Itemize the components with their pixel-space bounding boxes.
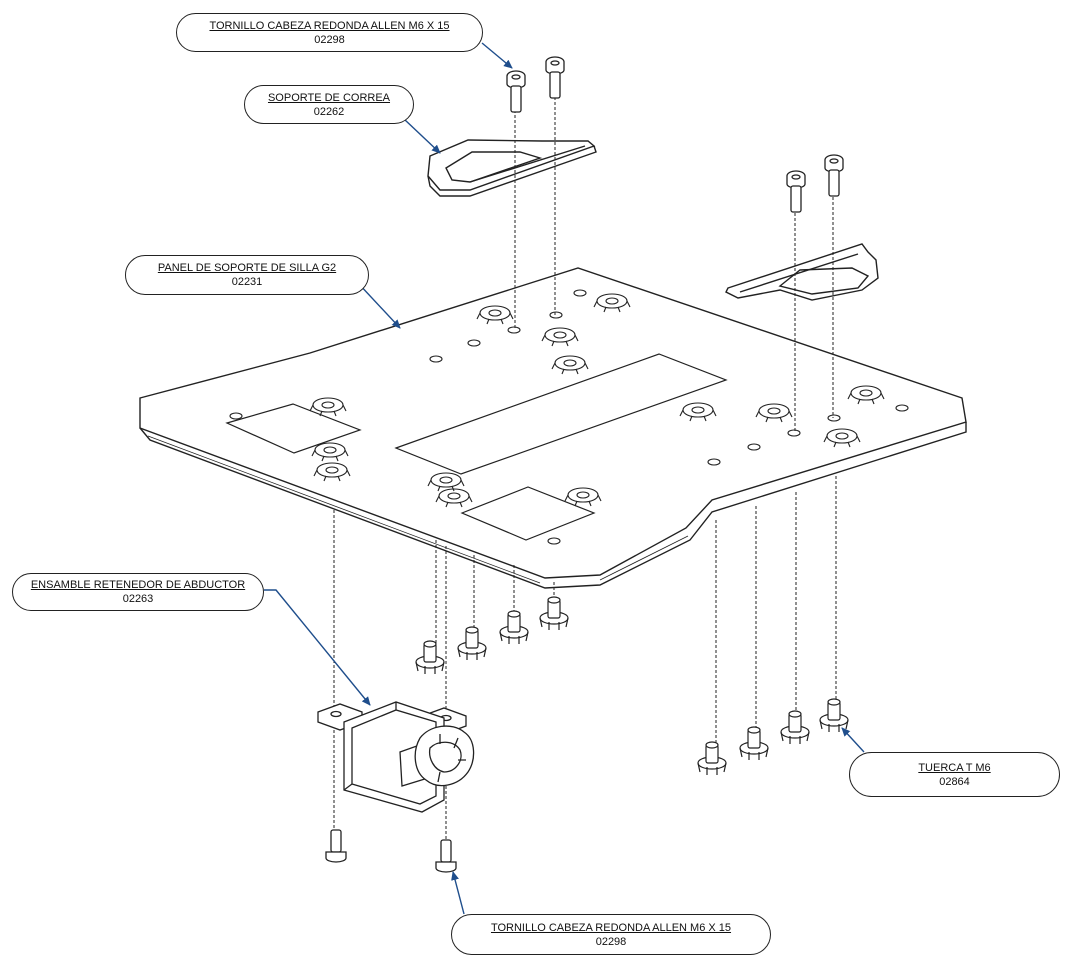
- callout-strap-support: SOPORTE DE CORREA 02262: [244, 85, 414, 124]
- bottom-screws: [325, 829, 457, 873]
- top-screws: [506, 56, 844, 213]
- callout-code: 02231: [231, 276, 263, 288]
- panel-pad-center: [394, 353, 728, 475]
- panel-pad-front: [460, 486, 596, 541]
- callout-code: 02864: [939, 775, 970, 788]
- callout-title: PANEL DE SOPORTE DE SILLA G2: [157, 262, 337, 274]
- callout-title: TORNILLO CABEZA REDONDA ALLEN M6 X 15: [490, 921, 732, 934]
- callout-seat-panel: PANEL DE SOPORTE DE SILLA G2 02231: [125, 255, 369, 295]
- panel-pad-left: [225, 403, 362, 454]
- bottom-t-nuts: [415, 596, 849, 775]
- callout-title: TUERCA T M6: [918, 761, 991, 774]
- callout-screw-bottom: TORNILLO CABEZA REDONDA ALLEN M6 X 15 02…: [451, 914, 771, 955]
- callout-screw-top: TORNILLO CABEZA REDONDA ALLEN M6 X 15 02…: [176, 13, 483, 52]
- callout-code: 02298: [314, 33, 345, 46]
- leader-lines: [264, 42, 865, 915]
- strap-support-left: [427, 139, 597, 197]
- callout-code: 02298: [595, 935, 627, 948]
- callout-code: 02263: [122, 593, 154, 605]
- abductor-retainer-assembly: [317, 701, 475, 813]
- callout-title: TORNILLO CABEZA REDONDA ALLEN M6 X 15: [209, 19, 450, 32]
- callout-title: ENSAMBLE RETENEDOR DE ABDUCTOR: [30, 579, 246, 591]
- callout-t-nut: TUERCA T M6 02864: [849, 752, 1060, 797]
- assembly-axis-lines: [333, 92, 837, 840]
- seat-panel: [139, 267, 967, 589]
- strap-support-right: [725, 243, 879, 301]
- callout-abductor: ENSAMBLE RETENEDOR DE ABDUCTOR 02263: [12, 573, 264, 611]
- callout-code: 02262: [313, 105, 345, 118]
- callout-title: SOPORTE DE CORREA: [267, 91, 391, 104]
